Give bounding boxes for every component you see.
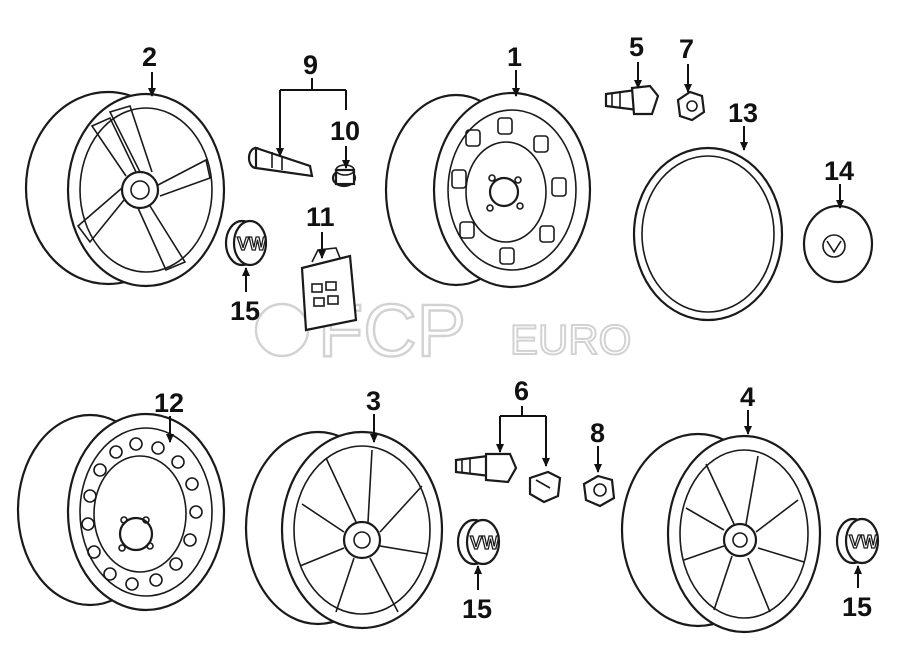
callout-11: 11 [306,202,335,232]
valve-stem[interactable] [247,146,314,178]
callout-2: 2 [142,42,157,72]
locking-nut[interactable] [582,474,616,508]
callout-4: 4 [740,382,755,412]
emblem-letters-1: VW [237,234,266,254]
compact-spare-wheel[interactable] [16,412,226,612]
callout-5: 5 [629,32,644,62]
watermark-suffix: EURO [510,316,631,363]
alloy-wheel-5-spoke[interactable] [24,90,226,288]
callout-10: 10 [330,116,360,146]
sensor-kit-package[interactable] [300,247,358,332]
alloy-wheel-twin-spoke[interactable] [620,432,822,634]
fcp-euro-watermark: FCP EURO [254,288,632,373]
callout-15-top: 15 [230,296,260,326]
emblem-letters-2: VW [470,533,499,553]
callout-6: 6 [514,376,529,406]
callout-13: 13 [728,98,758,128]
callout-9: 9 [303,50,318,80]
leader-lines [148,62,862,590]
locking-bolt-set[interactable] [454,452,562,504]
callout-labels: 2 1 5 7 13 14 9 10 11 15 12 3 6 8 4 15 1… [142,32,872,624]
trim-ring[interactable] [632,146,784,322]
steel-wheel-slotted[interactable] [384,91,592,289]
callout-7: 7 [679,34,694,64]
valve-cap[interactable] [331,164,357,188]
callout-15-middle: 15 [462,594,492,624]
callout-14: 14 [824,156,854,186]
callout-8: 8 [590,418,605,448]
center-cap-emblem-2[interactable]: VW [456,518,501,566]
alloy-wheel-multi-spoke[interactable] [244,430,444,630]
callout-1: 1 [507,42,522,72]
center-hub-cap[interactable] [802,204,874,284]
lug-nut[interactable] [676,90,706,122]
callout-15-right: 15 [842,592,872,622]
callout-3: 3 [366,386,381,416]
center-cap-emblem-3[interactable]: VW [835,517,880,565]
lug-bolt[interactable] [604,84,660,116]
callout-12: 12 [154,388,184,418]
center-cap-emblem-1[interactable]: VW [224,219,268,267]
emblem-letters-3: VW [849,532,878,552]
